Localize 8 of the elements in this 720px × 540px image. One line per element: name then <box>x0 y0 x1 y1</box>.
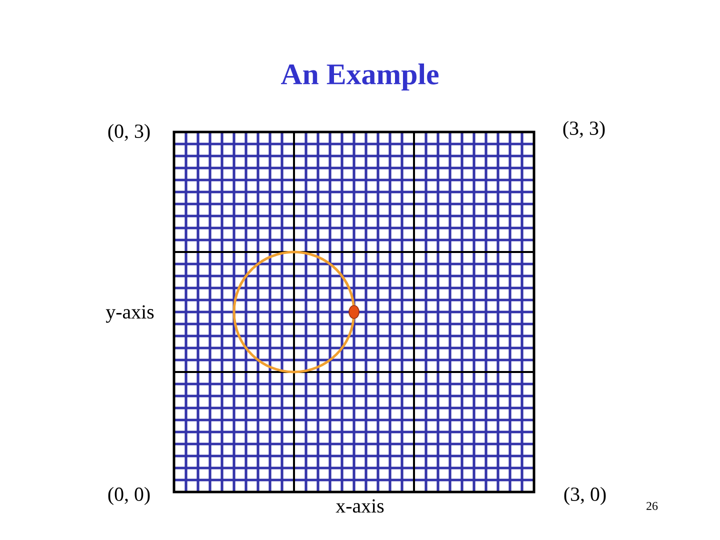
corner-label: (3, 3) <box>563 120 605 140</box>
axis-label: x-axis <box>336 499 384 513</box>
title: An Example <box>281 63 439 91</box>
corner-label: (0, 0) <box>108 486 150 506</box>
axis-label: y-axis <box>106 305 154 323</box>
corner-label: (3, 0) <box>564 486 606 506</box>
corner-label: (0, 3) <box>108 124 150 142</box>
page-number: 26 <box>646 502 658 510</box>
